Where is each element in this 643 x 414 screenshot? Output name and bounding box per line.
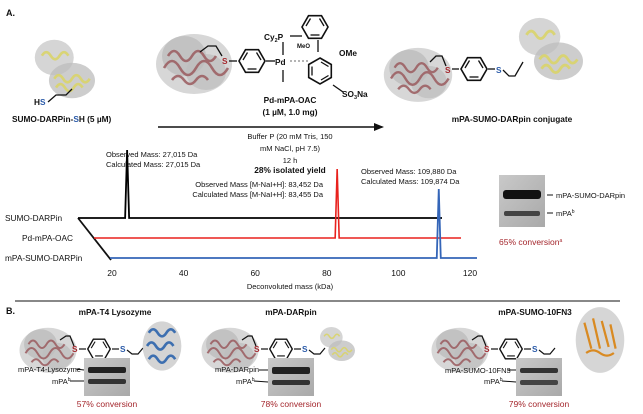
s2: S (532, 344, 538, 354)
gel-label-conjugate: mPA-DARpin (215, 365, 259, 374)
gel-band-conjugate (503, 190, 541, 199)
perspective-axis (77, 217, 112, 261)
so3na-label: SO3Na (342, 89, 368, 101)
product-darpin-protein-icon (517, 16, 585, 82)
gel-label-mpa: mPAb (236, 377, 255, 386)
ome-label: OMe (339, 48, 357, 58)
gel-label-conjugate: mPA-SUMO-10FN3 (445, 366, 511, 375)
annotation-pd-obs: Observed Mass [M-NaI+H]: 83,452 Da (195, 180, 324, 189)
panel-b-item-sumo-10fn3: mPA-SUMO-10FN3 S S mPA-SUMO-10FN3 mPAb 7… (430, 305, 626, 409)
s1: S (484, 344, 490, 354)
conversion-a: 65% conversiona (499, 237, 562, 247)
spectrum-trace-sumo-darpin (78, 149, 442, 219)
x-tick-label: 40 (179, 268, 189, 278)
mpa-protein-icon (154, 32, 234, 96)
annotation-product-obs: Observed Mass: 109,880 Da (361, 167, 457, 176)
reaction-arrow (158, 123, 384, 131)
panel-b-item-darpin: mPA-DARpin S S mPA-DARpin mPAb 78% conve… (200, 307, 356, 409)
thiol-h: H (34, 97, 40, 107)
x-tick-label: 100 (391, 268, 405, 278)
cy2p: Cy2P (264, 32, 284, 44)
conversion: 78% conversion (261, 399, 322, 409)
darpin-protein-icon (319, 326, 356, 362)
reagent-name: Pd-mPA-OAC (264, 95, 317, 105)
conversion: 57% conversion (77, 399, 138, 409)
s2: S (302, 344, 308, 354)
condition-line-2: mM NaCl, pH 7.5) (260, 144, 321, 153)
gel-label-mpa: mPAb (52, 377, 71, 386)
gel-label-mpa: mPAb (484, 377, 503, 386)
sulfur-s: S (222, 56, 228, 66)
condition-line-3: 12 h (283, 156, 298, 165)
item-title: mPA-DARpin (265, 307, 316, 317)
reagent-pd-mpa-oac: S Pd Cy2P MeO OMe SO3Na Pd-mPA-OAC (1 µM… (154, 14, 368, 117)
thiol-s: S (40, 97, 46, 107)
item-title: mPA-SUMO-10FN3 (498, 307, 572, 317)
biaryl-ring-bottom-icon (307, 57, 333, 85)
trace-label-sumo-darpin: SUMO-DARPin (5, 213, 63, 223)
isolated-yield: 28% isolated yield (254, 165, 325, 175)
reactant-sumo-darpin: H S SUMO-DARPin-SH (5 µM) (12, 38, 112, 124)
panel-b-item-t4-lysozyme: mPA-T4 Lysozyme S S mPA-T4-Lysozyme mPAb… (18, 307, 183, 409)
spectrum-trace-mpa-sumo-darpin (110, 188, 477, 259)
product-conjugate: S S mPA-SUMO-DARpin conjugate (382, 16, 585, 124)
gel-band-mpa (504, 211, 540, 216)
annotation-pd-calc: Calculated Mass [M-NaI+H]: 83,455 Da (192, 190, 324, 199)
palladium: Pd (275, 57, 286, 67)
gel-image (84, 358, 130, 396)
panel-b-label: B. (6, 306, 15, 316)
gel-image (516, 358, 562, 396)
t4-lysozyme-protein-icon (141, 319, 183, 373)
gel-label-conjugate: mPA-T4-Lysozyme (18, 365, 81, 374)
ring-icon (87, 338, 111, 360)
trace-label-pd-mpa-oac: Pd-mPA-OAC (22, 233, 73, 243)
x-tick-label: 60 (250, 268, 260, 278)
benzene-ring-icon (238, 48, 266, 74)
gel-label-conjugate: mPA-SUMO-DARpin (556, 191, 625, 200)
gel-image (268, 358, 314, 396)
sumo-10fn3-protein-icon (574, 305, 626, 375)
s2: S (120, 344, 126, 354)
reactant-label: SUMO-DARPin-SH (5 µM) (12, 114, 112, 124)
x-tick-label: 120 (463, 268, 477, 278)
meo-label: MeO (297, 44, 310, 50)
biaryl-ring-top-icon (301, 14, 329, 40)
condition-line-1: Buffer P (20 mM Tris, 150 (247, 132, 332, 141)
gel-label-mpa: mPAb (556, 209, 575, 218)
gel-panel-a: mPA-SUMO-DARpin mPAb 65% conversiona (499, 175, 625, 247)
spectrum-trace-pd-mpa-oac (94, 168, 461, 239)
annotation-sumo-obs: Observed Mass: 27,015 Da (106, 150, 198, 159)
annotation-product-calc: Calculated Mass: 109,874 Da (361, 177, 460, 186)
x-axis-label: Deconvoluted mass (kDa) (247, 282, 334, 291)
reagent-amount: (1 µM, 1.0 mg) (262, 107, 317, 117)
sumo-darpin-protein-icon (33, 38, 97, 100)
conversion: 79% conversion (509, 399, 570, 409)
product-ring-icon (460, 56, 488, 82)
ring-icon (269, 338, 293, 360)
s1: S (72, 344, 78, 354)
product-label: mPA-SUMO-DARpin conjugate (452, 114, 573, 124)
panel-a-label: A. (6, 8, 15, 18)
x-tick-label: 20 (107, 268, 117, 278)
product-s1: S (445, 65, 451, 75)
annotation-sumo-calc: Calculated Mass: 27,015 Da (106, 160, 201, 169)
product-s2: S (496, 65, 502, 75)
item-title: mPA-T4 Lysozyme (79, 307, 152, 317)
trace-label-mpa-sumo-darpin: mPA-SUMO-DARPin (5, 253, 83, 263)
gel-image (499, 175, 545, 227)
x-tick-label: 80 (322, 268, 332, 278)
s1: S (254, 344, 260, 354)
ring-icon (499, 338, 523, 360)
mass-spectrum: SUMO-DARPin Pd-mPA-OAC mPA-SUMO-DARPin O… (5, 149, 477, 291)
